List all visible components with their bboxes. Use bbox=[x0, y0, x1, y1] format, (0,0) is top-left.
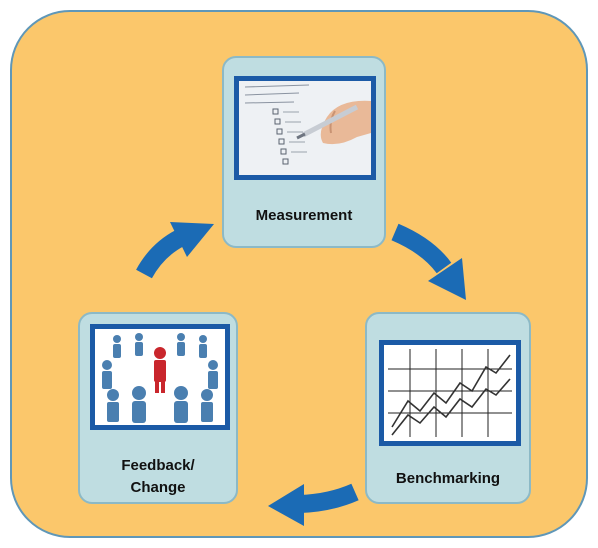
people-circle-figures bbox=[90, 324, 230, 430]
node-feedback-change: Feedback/ Change bbox=[78, 312, 238, 504]
arrow-measurement-to-benchmarking bbox=[391, 223, 452, 274]
node-label-change: Change bbox=[130, 479, 186, 496]
node-benchmarking: Benchmarking bbox=[365, 312, 531, 504]
node-label-measurement: Measurement bbox=[255, 207, 353, 224]
arrow-feedback-to-measurement-head bbox=[170, 222, 214, 257]
node-label-feedback: Feedback/ bbox=[121, 457, 195, 474]
line-graph-sketch bbox=[379, 340, 521, 446]
arrow-feedback-to-measurement bbox=[136, 230, 185, 279]
arrow-benchmarking-to-feedback bbox=[299, 483, 359, 513]
node-measurement: Measurement bbox=[222, 56, 386, 248]
node-label-benchmarking: Benchmarking bbox=[395, 470, 501, 487]
pen-checklist-photo bbox=[234, 76, 376, 180]
arrow-measurement-to-benchmarking-head bbox=[428, 258, 466, 300]
arrow-benchmarking-to-feedback-head bbox=[268, 484, 304, 526]
